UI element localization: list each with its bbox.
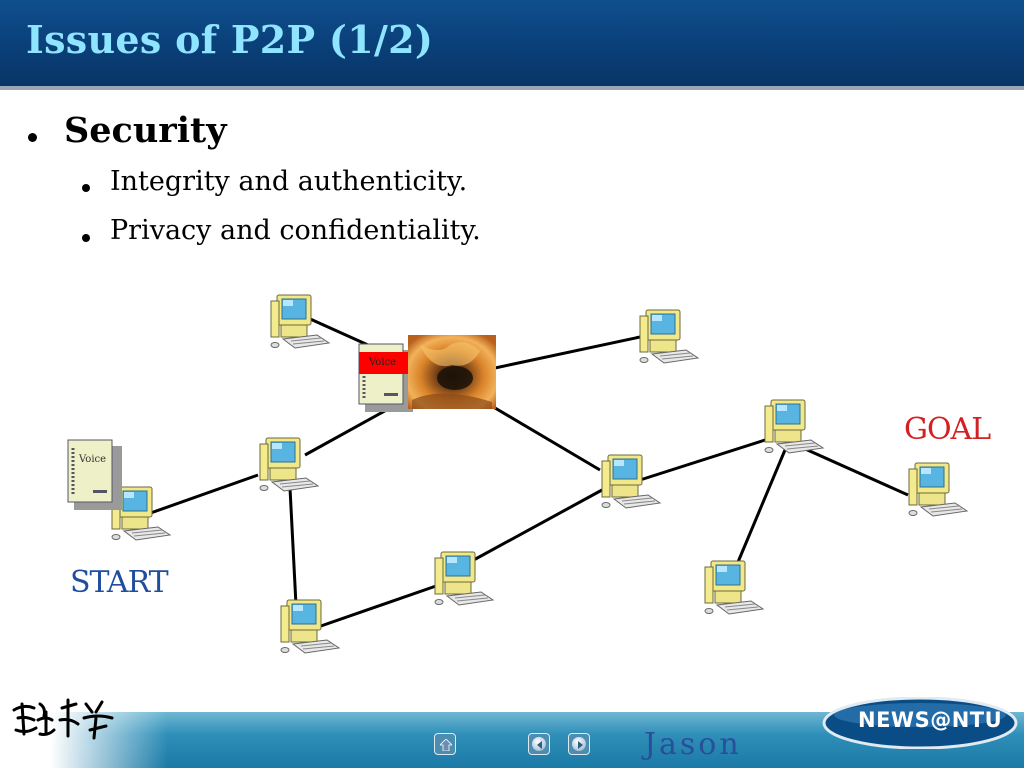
computer-icon [908, 462, 968, 517]
computer-icon [270, 294, 330, 349]
bullet-dot [28, 133, 37, 142]
news-badge [822, 697, 1018, 749]
voice-document-start [67, 439, 122, 510]
voice-tampered-label: Voice [369, 357, 397, 368]
fire-image [408, 335, 496, 409]
computer-icon [280, 599, 340, 654]
page-title: Issues of P2P (1/2) [26, 17, 434, 62]
voice-document-tampered [358, 343, 413, 412]
sub-bullet-integrity: Integrity and authenticity. [110, 166, 468, 197]
title-bar: Issues of P2P (1/2) [0, 0, 1024, 90]
network-links [144, 316, 909, 629]
home-icon [440, 739, 452, 751]
news-at-ntu-label: NEWS@NTU [858, 708, 1003, 732]
computer-icon [704, 560, 764, 615]
previous-button[interactable] [528, 733, 550, 755]
computer-icon [259, 437, 319, 492]
computer-icon [434, 551, 494, 606]
voice-label: Voice [79, 454, 107, 465]
sub-bullet-dot [82, 184, 90, 192]
computer-icon [601, 454, 661, 509]
sub-bullet-privacy: Privacy and confidentiality. [110, 215, 481, 246]
author-name: Jason [644, 727, 742, 762]
computer-icon [639, 309, 699, 364]
bullet-security: Security [64, 110, 227, 151]
p2p-network-diagram [67, 294, 968, 654]
computer-icon [764, 399, 824, 454]
goal-label: GOAL [904, 412, 991, 447]
home-button[interactable] [434, 733, 456, 755]
sub-bullet-dot [82, 234, 90, 242]
next-button[interactable] [568, 733, 590, 755]
ntu-logo [12, 698, 114, 740]
start-label: START [70, 565, 169, 600]
